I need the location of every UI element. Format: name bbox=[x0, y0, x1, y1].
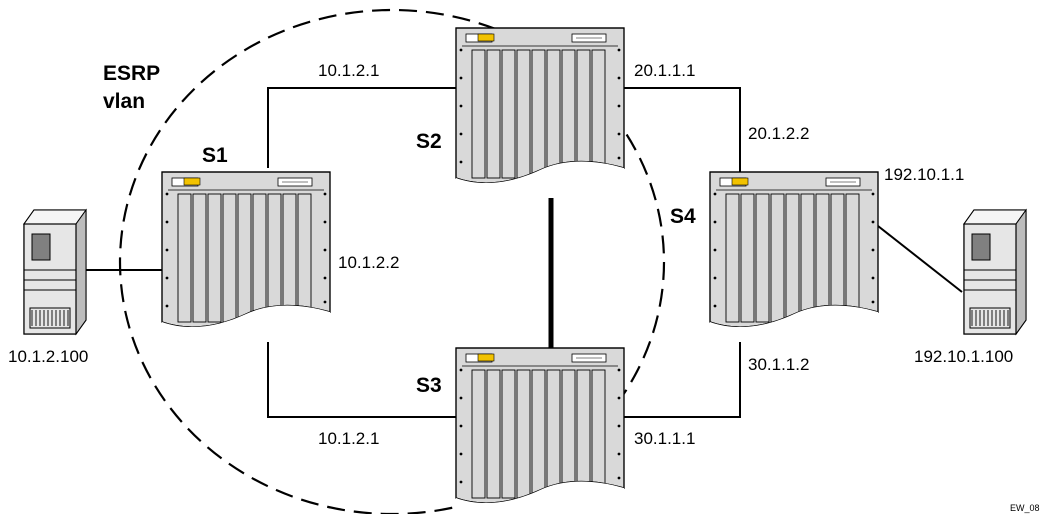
switch-s2-name: S2 bbox=[416, 130, 442, 153]
link-s3-s4 bbox=[624, 334, 741, 418]
switch-s3 bbox=[455, 347, 625, 514]
host-right bbox=[963, 209, 1027, 335]
address-s4-right: 192.10.1.1 bbox=[884, 165, 964, 184]
switch-s3-name: S3 bbox=[416, 374, 442, 397]
link-s4-right-host bbox=[877, 225, 963, 293]
switch-s2 bbox=[455, 27, 625, 199]
link-s2-s4 bbox=[624, 87, 741, 174]
address-s1-side: 10.1.2.2 bbox=[338, 253, 399, 272]
address-s4-top: 20.1.2.2 bbox=[748, 124, 809, 143]
address-s1-s2-top: 10.1.2.1 bbox=[318, 61, 379, 80]
figure-code: EW_08 bbox=[1010, 503, 1040, 513]
address-s3-bottom: 10.1.2.1 bbox=[318, 429, 379, 448]
switch-s1 bbox=[161, 171, 331, 343]
esrp-label: ESRP bbox=[103, 62, 160, 85]
vlan-label: vlan bbox=[103, 90, 145, 113]
link-s1-s3 bbox=[267, 338, 456, 418]
host-left bbox=[23, 209, 87, 335]
address-s3-right: 30.1.1.1 bbox=[634, 429, 695, 448]
address-s2-right: 20.1.1.1 bbox=[634, 61, 695, 80]
host-left-address: 10.1.2.100 bbox=[8, 347, 88, 366]
link-s1-s2 bbox=[267, 87, 456, 168]
address-s4-bottom: 30.1.1.2 bbox=[748, 355, 809, 374]
esrp-vlan-boundary bbox=[118, 8, 666, 514]
switch-s4 bbox=[709, 171, 879, 343]
switch-s4-name: S4 bbox=[670, 205, 696, 228]
switch-s1-name: S1 bbox=[202, 144, 228, 167]
host-right-address: 192.10.1.100 bbox=[914, 347, 1013, 366]
